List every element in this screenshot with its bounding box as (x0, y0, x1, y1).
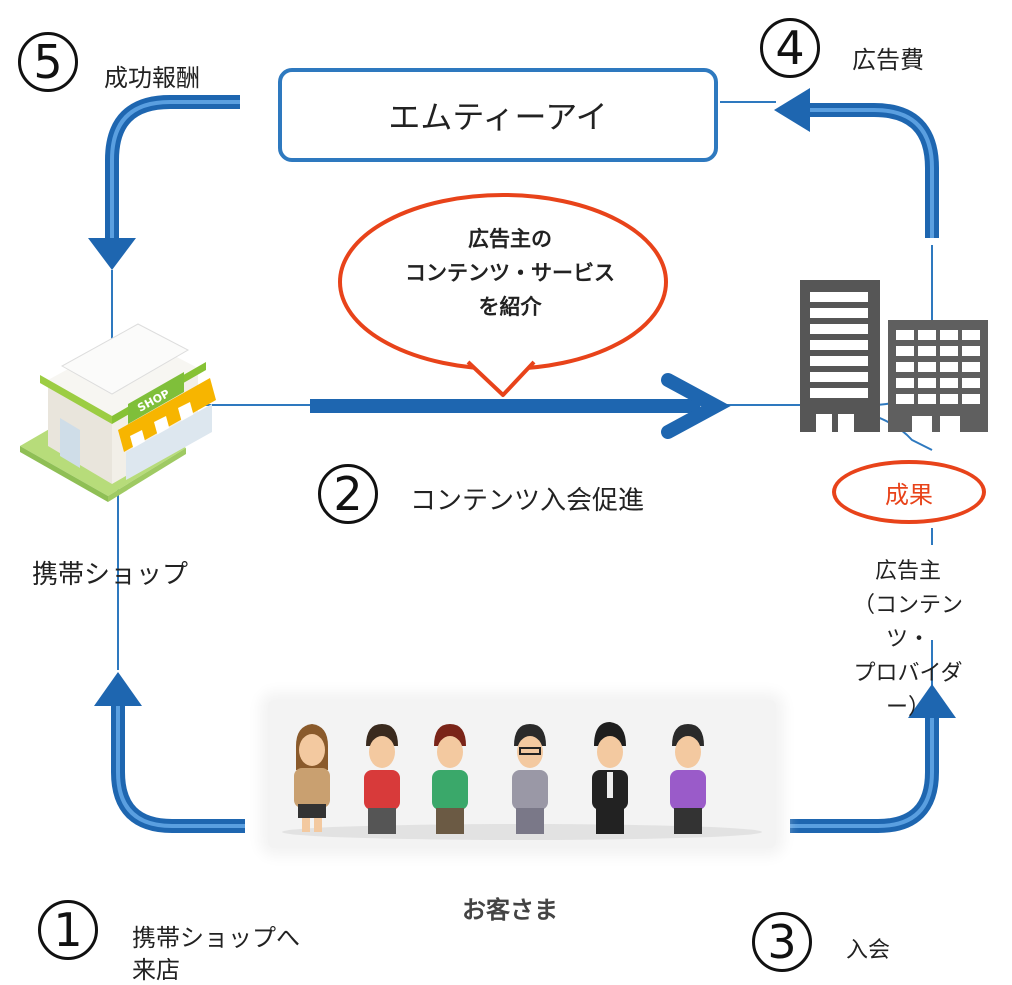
bubble-line-1: 広告主の (468, 227, 552, 251)
advertiser-line-2: （コンテンツ・ (852, 593, 963, 652)
step-2-label: コンテンツ入会促進 (410, 486, 645, 516)
arrow-step4-head (774, 88, 810, 132)
shop-label: 携帯ショップ (32, 560, 189, 590)
step-1-label-line1: 携帯ショップへ (132, 924, 300, 952)
arrow-step3-head (908, 684, 956, 718)
customer-figure-icon (294, 724, 330, 832)
customer-figure-icon (364, 724, 400, 834)
customers-illustration (282, 722, 762, 840)
customer-figure-icon (670, 724, 706, 834)
mti-company-label: エムティーアイ (388, 98, 608, 136)
step-3-number: 3 (752, 912, 812, 972)
arrow-step2-head (661, 373, 731, 439)
customer-figure-icon (432, 724, 468, 834)
mti-company-box: エムティーアイ (278, 68, 718, 162)
arrow-step3 (790, 714, 939, 833)
step-1-label-line2: 来店 (132, 956, 180, 984)
arrow-step5-head (88, 238, 136, 270)
step-5-number: 5 (18, 32, 78, 92)
advertiser-line-1: 広告主 (874, 559, 941, 584)
advertiser-label: 広告主 （コンテンツ・ プロバイダー） (838, 555, 978, 725)
arrow-step1-head (94, 672, 142, 706)
arrow-step1 (111, 700, 245, 833)
shop-icon: SHOP (20, 323, 216, 502)
step-4-number: 4 (760, 18, 820, 78)
result-label: 成果 (885, 480, 933, 509)
arrow-step5 (105, 95, 240, 240)
customers-label: お客さま (462, 896, 558, 924)
step-4-label: 広告費 (852, 46, 924, 74)
step-1-number: 1 (38, 900, 98, 960)
speech-bubble (338, 193, 668, 397)
step-2-number: 2 (318, 464, 378, 524)
bubble-line-2: コンテンツ・サービス (405, 261, 615, 285)
speech-bubble-text: 広告主の コンテンツ・サービス を紹介 (380, 222, 640, 324)
step-5-label: 成功報酬 (104, 64, 200, 92)
step-3-label: 入会 (846, 938, 891, 963)
advertiser-line-3: プロバイダー） (853, 661, 963, 720)
office-buildings-icon (800, 280, 988, 432)
bubble-line-3: を紹介 (478, 295, 542, 319)
customer-figure-icon (512, 724, 548, 834)
arrow-step4 (806, 103, 939, 238)
customer-figure-icon (592, 722, 628, 834)
result-badge: 成果 (832, 460, 986, 524)
